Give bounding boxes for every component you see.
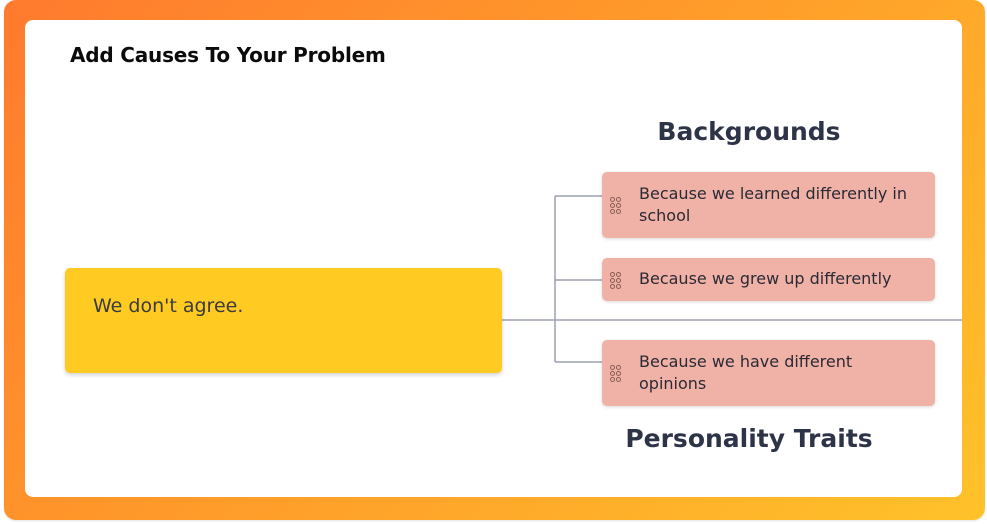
connector-lines: [502, 195, 962, 363]
cause-text: Because we learned differently in school: [639, 184, 907, 225]
cause-node[interactable]: Because we learned differently in school: [602, 172, 935, 238]
drag-handle-icon[interactable]: [610, 272, 622, 289]
cause-text: Because we grew up differently: [639, 269, 892, 288]
cause-node[interactable]: Because we grew up differently: [602, 258, 935, 301]
problem-node[interactable]: We don't agree.: [65, 268, 502, 373]
problem-text: We don't agree.: [93, 295, 244, 317]
group-label-personality-traits: Personality Traits: [625, 424, 873, 453]
drag-handle-icon[interactable]: [610, 197, 622, 214]
gradient-frame: Add Causes To Your Problem Backgrounds W…: [4, 0, 985, 520]
cause-node[interactable]: Because we have different opinions: [602, 340, 935, 406]
canvas-card: Add Causes To Your Problem Backgrounds W…: [25, 20, 962, 497]
drag-handle-icon[interactable]: [610, 365, 622, 382]
page-title: Add Causes To Your Problem: [70, 43, 386, 67]
group-label-backgrounds: Backgrounds: [657, 117, 841, 146]
cause-text: Because we have different opinions: [639, 352, 853, 393]
